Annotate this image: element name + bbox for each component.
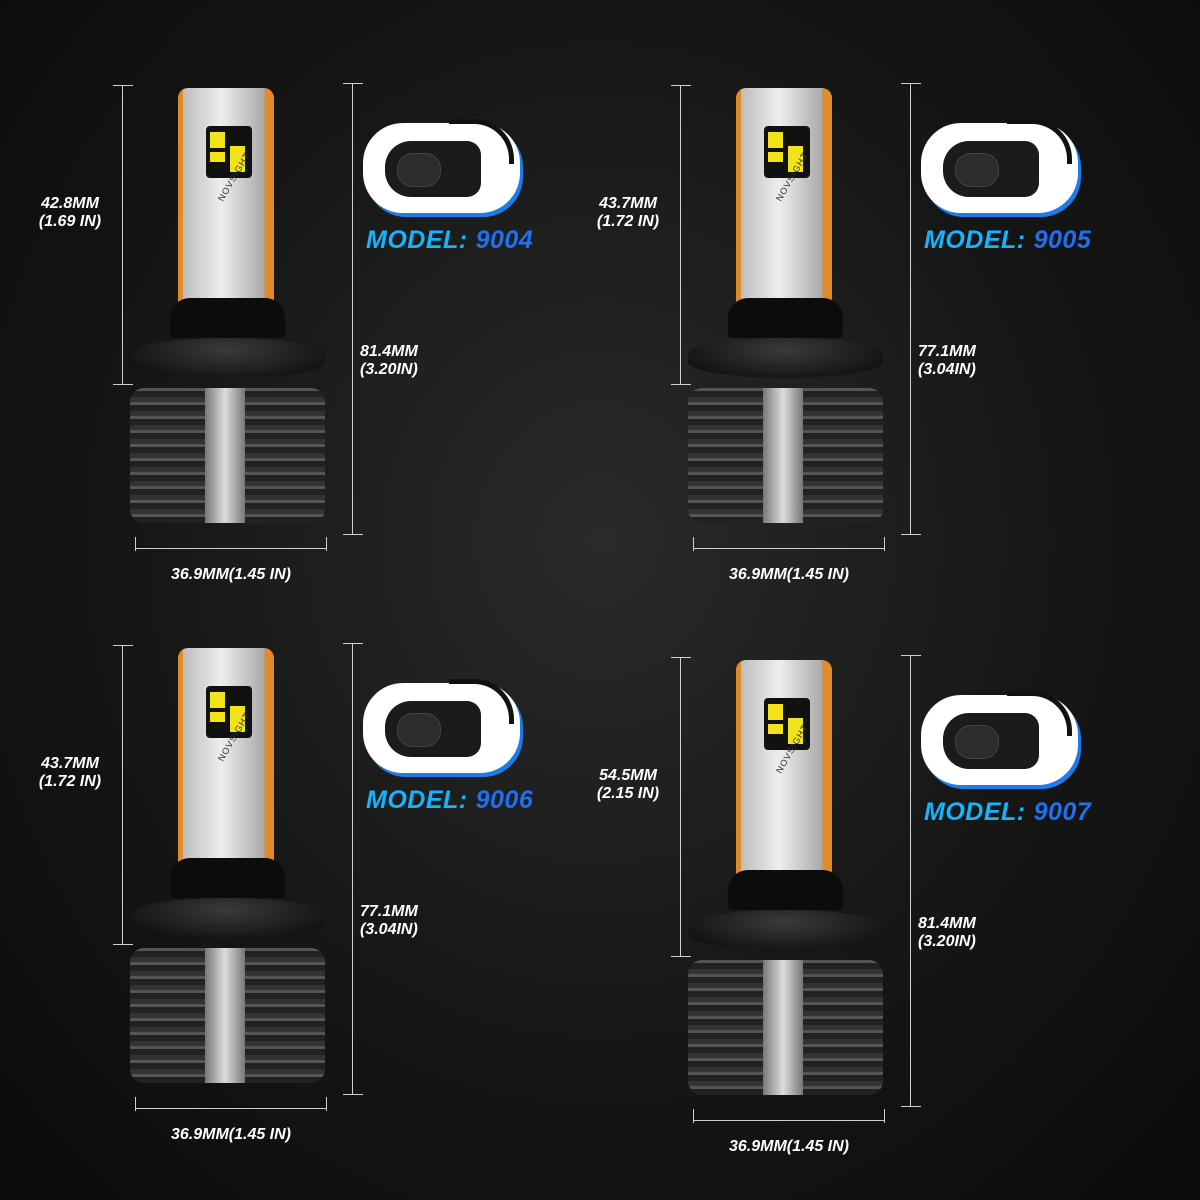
bulb-collar	[130, 338, 325, 378]
bulb-collar	[688, 910, 883, 950]
bulb-collar	[130, 898, 325, 938]
bulb-head: NOVSIGHT	[178, 648, 274, 868]
total-height-mm: 81.4MM	[360, 343, 418, 360]
model-prefix: MODEL:	[366, 226, 468, 254]
led-chip-icon	[206, 686, 252, 738]
heatsink	[688, 388, 883, 523]
head-height-in: (2.15 IN)	[596, 785, 660, 802]
total-height-bracket	[343, 643, 363, 1095]
bulb-head: NOVSIGHT	[736, 88, 832, 308]
heatsink	[130, 948, 325, 1083]
total-height-label: 81.4MM (3.20IN)	[918, 915, 976, 951]
bulb-head: NOVSIGHT	[736, 660, 832, 880]
total-height-bracket	[901, 655, 921, 1107]
model-label: MODEL:9007	[924, 798, 1091, 827]
led-bulb-image: NOVSIGHT	[688, 88, 883, 528]
led-chip-icon	[764, 126, 810, 178]
model-number: 9004	[475, 226, 534, 254]
model-prefix: MODEL:	[924, 798, 1026, 826]
model-prefix: MODEL:	[924, 226, 1026, 254]
bulb-panel-9007: 54.5MM (2.15 IN) 81.4MM (3.20IN) 36.9MM(…	[558, 572, 1158, 1172]
total-height-in: (3.04IN)	[918, 361, 976, 378]
head-height-mm: 42.8MM	[41, 195, 99, 212]
total-height-mm: 81.4MM	[918, 915, 976, 932]
head-height-mm: 43.7MM	[599, 195, 657, 212]
total-height-in: (3.04IN)	[360, 921, 418, 938]
model-label: MODEL:9004	[366, 226, 533, 255]
width-bracket	[693, 1109, 885, 1123]
head-height-mm: 54.5MM	[599, 767, 657, 784]
9004-connector-icon	[385, 141, 481, 197]
9007-connector-icon	[943, 713, 1039, 769]
width-label: 36.9MM(1.45 IN)	[728, 566, 850, 583]
model-label: MODEL:9006	[366, 786, 533, 815]
bulb-panel-9006: 43.7MM (1.72 IN) 77.1MM (3.04IN) 36.9MM(…	[0, 560, 600, 1160]
total-height-mm: 77.1MM	[360, 903, 418, 920]
head-height-bracket	[671, 85, 691, 385]
model-prefix: MODEL:	[366, 786, 468, 814]
head-height-in: (1.69 IN)	[38, 213, 102, 230]
led-chip-icon	[206, 126, 252, 178]
total-height-in: (3.20IN)	[918, 933, 976, 950]
width-label: 36.9MM(1.45 IN)	[170, 566, 292, 583]
bulb-base	[728, 298, 843, 338]
led-chip-icon	[764, 698, 810, 750]
total-height-mm: 77.1MM	[918, 343, 976, 360]
bulb-base	[728, 870, 843, 910]
9006-connector-icon	[385, 701, 481, 757]
head-height-label: 43.7MM (1.72 IN)	[22, 755, 118, 791]
bulb-panel-9005: 43.7MM (1.72 IN) 77.1MM (3.04IN) 36.9MM(…	[558, 0, 1158, 600]
total-height-bracket	[901, 83, 921, 535]
heatsink	[688, 960, 883, 1095]
head-height-label: 42.8MM (1.69 IN)	[22, 195, 118, 231]
width-bracket	[135, 1097, 327, 1111]
bulb-base	[170, 298, 285, 338]
head-height-bracket	[671, 657, 691, 957]
model-number: 9007	[1033, 798, 1092, 826]
bulb-panel-9004: 42.8MM (1.69 IN) 81.4MM (3.20IN) 36.9MM(…	[0, 0, 600, 600]
width-bracket	[693, 537, 885, 551]
total-height-in: (3.20IN)	[360, 361, 418, 378]
heatsink	[130, 388, 325, 523]
model-number: 9006	[475, 786, 534, 814]
led-bulb-image: NOVSIGHT	[688, 660, 883, 1100]
bulb-collar	[688, 338, 883, 378]
head-height-bracket	[113, 85, 133, 385]
total-height-bracket	[343, 83, 363, 535]
bulb-base	[170, 858, 285, 898]
head-height-mm: 43.7MM	[41, 755, 99, 772]
led-bulb-image: NOVSIGHT	[130, 648, 325, 1088]
connector-card	[921, 119, 1078, 213]
total-height-label: 77.1MM (3.04IN)	[360, 903, 418, 939]
head-height-in: (1.72 IN)	[38, 773, 102, 790]
width-label: 36.9MM(1.45 IN)	[170, 1126, 292, 1143]
total-height-label: 77.1MM (3.04IN)	[918, 343, 976, 379]
width-label: 36.9MM(1.45 IN)	[728, 1138, 850, 1155]
led-bulb-image: NOVSIGHT	[130, 88, 325, 528]
head-height-in: (1.72 IN)	[596, 213, 660, 230]
bulb-head: NOVSIGHT	[178, 88, 274, 308]
9005-connector-icon	[943, 141, 1039, 197]
connector-card	[363, 679, 520, 773]
head-height-label: 54.5MM (2.15 IN)	[580, 767, 676, 803]
connector-card	[363, 119, 520, 213]
total-height-label: 81.4MM (3.20IN)	[360, 343, 418, 379]
model-label: MODEL:9005	[924, 226, 1091, 255]
connector-card	[921, 691, 1078, 785]
model-number: 9005	[1033, 226, 1092, 254]
head-height-bracket	[113, 645, 133, 945]
width-bracket	[135, 537, 327, 551]
head-height-label: 43.7MM (1.72 IN)	[580, 195, 676, 231]
